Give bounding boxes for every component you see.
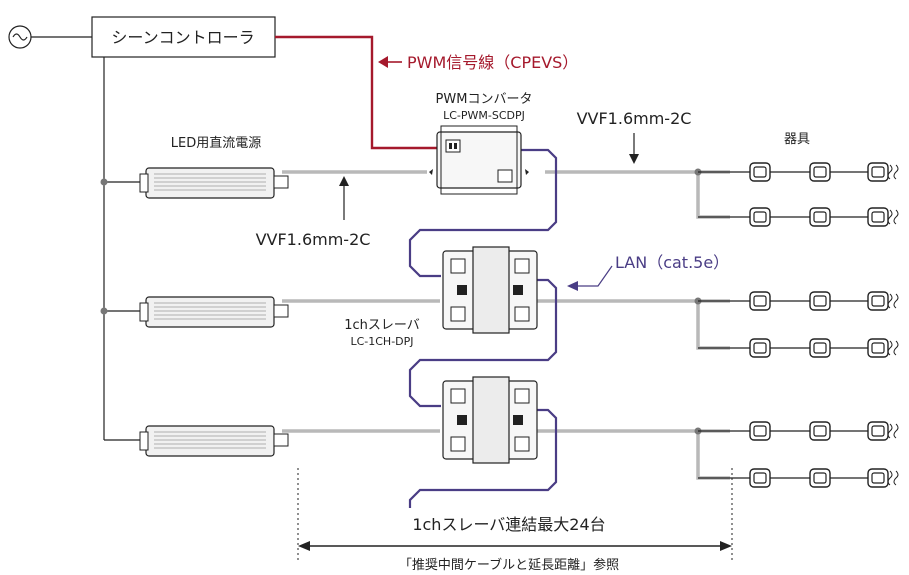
fixture-row [698, 422, 898, 440]
ac-trunk [103, 57, 140, 441]
vvf-arrow-top-icon [629, 154, 639, 164]
fixture-row [698, 339, 898, 357]
slave-unit-1[interactable] [442, 246, 538, 334]
fixture-row [698, 163, 898, 181]
power-supply-3[interactable] [139, 425, 289, 457]
junction-dot [100, 178, 108, 186]
lan-cable-2 [408, 278, 558, 408]
power-supply-2[interactable] [139, 296, 289, 328]
pwm-signal-label: PWM信号線（CPEVS） [407, 53, 578, 72]
lan-pointer-line [578, 265, 613, 287]
fixtures-label: 器具 [784, 132, 810, 147]
dimension-arrow-right-icon [720, 541, 732, 551]
power-supply-1[interactable] [139, 167, 289, 199]
lan-arrow-icon [567, 281, 578, 291]
scene-controller-label: シーンコントローラ [111, 28, 254, 47]
scene-controller-box[interactable] [91, 16, 276, 58]
pwm-signal-line [275, 35, 437, 150]
chain-label: 1chスレーバ連結最大24台 [412, 515, 605, 534]
fixture-row [698, 469, 898, 487]
vvf-arrow-icon [339, 176, 349, 186]
pwm-converter-model: LC-PWM-SCDPJ [443, 109, 525, 122]
pwm-arrow-icon [378, 56, 388, 68]
lan-cable-1 [408, 148, 558, 278]
slave-unit-2[interactable] [442, 376, 538, 464]
slave-model: LC-1CH-DPJ [350, 335, 413, 348]
vvf-top-label: VVF1.6mm-2C [577, 109, 692, 128]
power-supply-label: LED用直流電源 [171, 136, 261, 151]
vvf-mid-label: VVF1.6mm-2C [256, 230, 371, 249]
lan-label: LAN（cat.5e） [615, 253, 729, 272]
dimension-arrow-left-icon [298, 541, 310, 551]
fixture-row [698, 208, 898, 226]
pwm-converter-title: PWMコンバータ [436, 92, 533, 107]
junction-dot [100, 307, 108, 315]
slave-title: 1chスレーバ [344, 318, 420, 333]
reference-label: 「推奨中間ケーブルと延長距離」参照 [399, 557, 619, 573]
lan-cable-3 [408, 408, 558, 508]
fixture-row [698, 292, 898, 310]
pwm-converter-unit[interactable] [429, 125, 529, 195]
ac-source-icon [8, 25, 32, 49]
